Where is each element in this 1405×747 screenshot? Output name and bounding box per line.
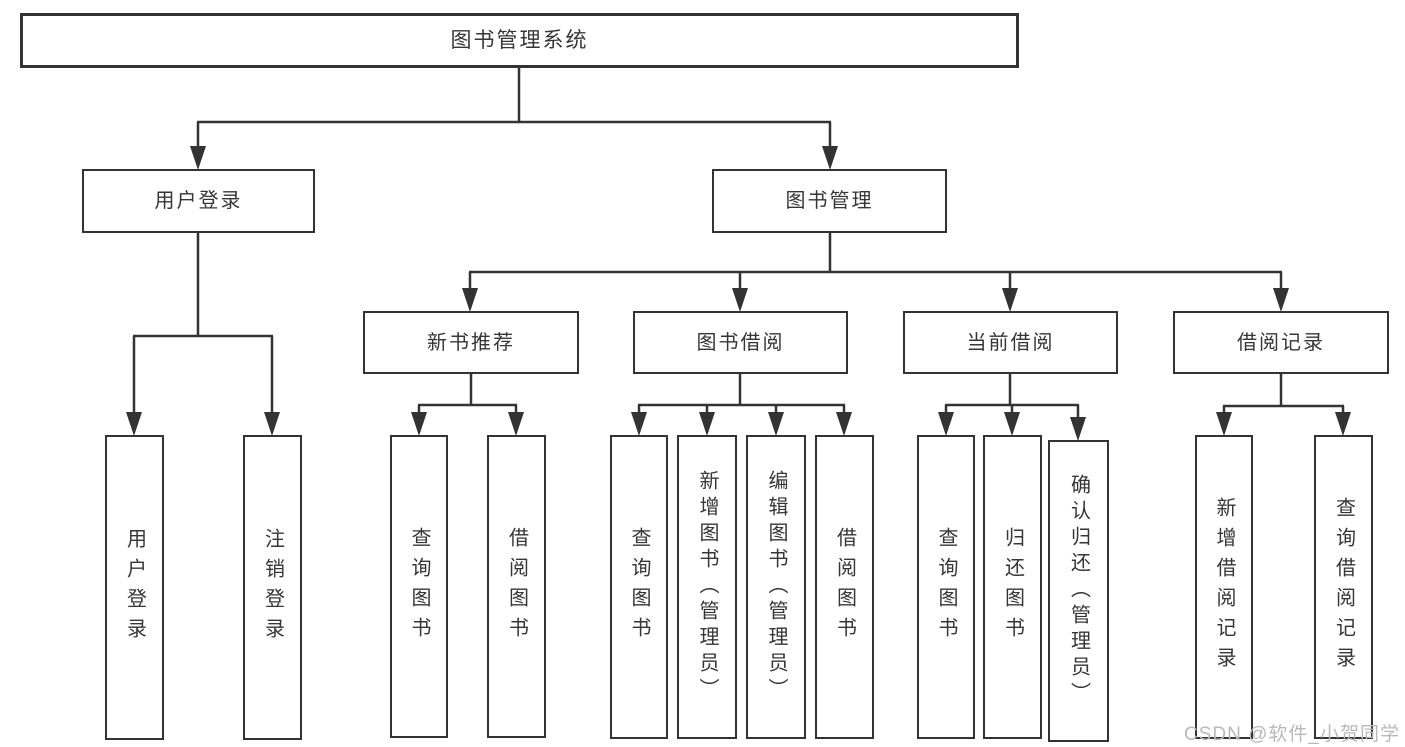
node-add-book-admin: 新增图书（管理员） [677, 435, 737, 739]
node-new-book-recommend: 新书推荐 [363, 311, 579, 374]
node-borrowing-records: 借阅记录 [1173, 311, 1389, 374]
node-edit-book-admin: 编辑图书（管理员） [746, 435, 806, 739]
node-book-borrowing: 图书借阅 [633, 311, 848, 374]
node-logout-action: 注销登录 [243, 435, 302, 740]
node-query-books: 查询图书 [610, 435, 668, 739]
watermark-text: CSDN @软件_小贺同学 [1184, 724, 1400, 745]
node-user-login-action: 用户登录 [105, 435, 164, 740]
node-current-borrowing: 当前借阅 [903, 311, 1118, 374]
node-query-borrow-record: 查询借阅记录 [1314, 435, 1373, 739]
node-add-borrow-record: 新增借阅记录 [1195, 435, 1253, 739]
node-borrow-books: 借阅图书 [815, 435, 874, 739]
node-confirm-return-admin: 确认归还（管理员） [1048, 440, 1109, 742]
node-book-management: 图书管理 [712, 169, 947, 233]
node-user-login: 用户登录 [82, 169, 315, 233]
connector-segments [132, 68, 1345, 428]
node-query-books: 查询图书 [390, 435, 448, 738]
node-library-system: 图书管理系统 [20, 13, 1019, 68]
node-return-books: 归还图书 [983, 435, 1042, 739]
node-query-books: 查询图书 [917, 435, 975, 739]
node-borrow-books: 借阅图书 [487, 435, 546, 738]
